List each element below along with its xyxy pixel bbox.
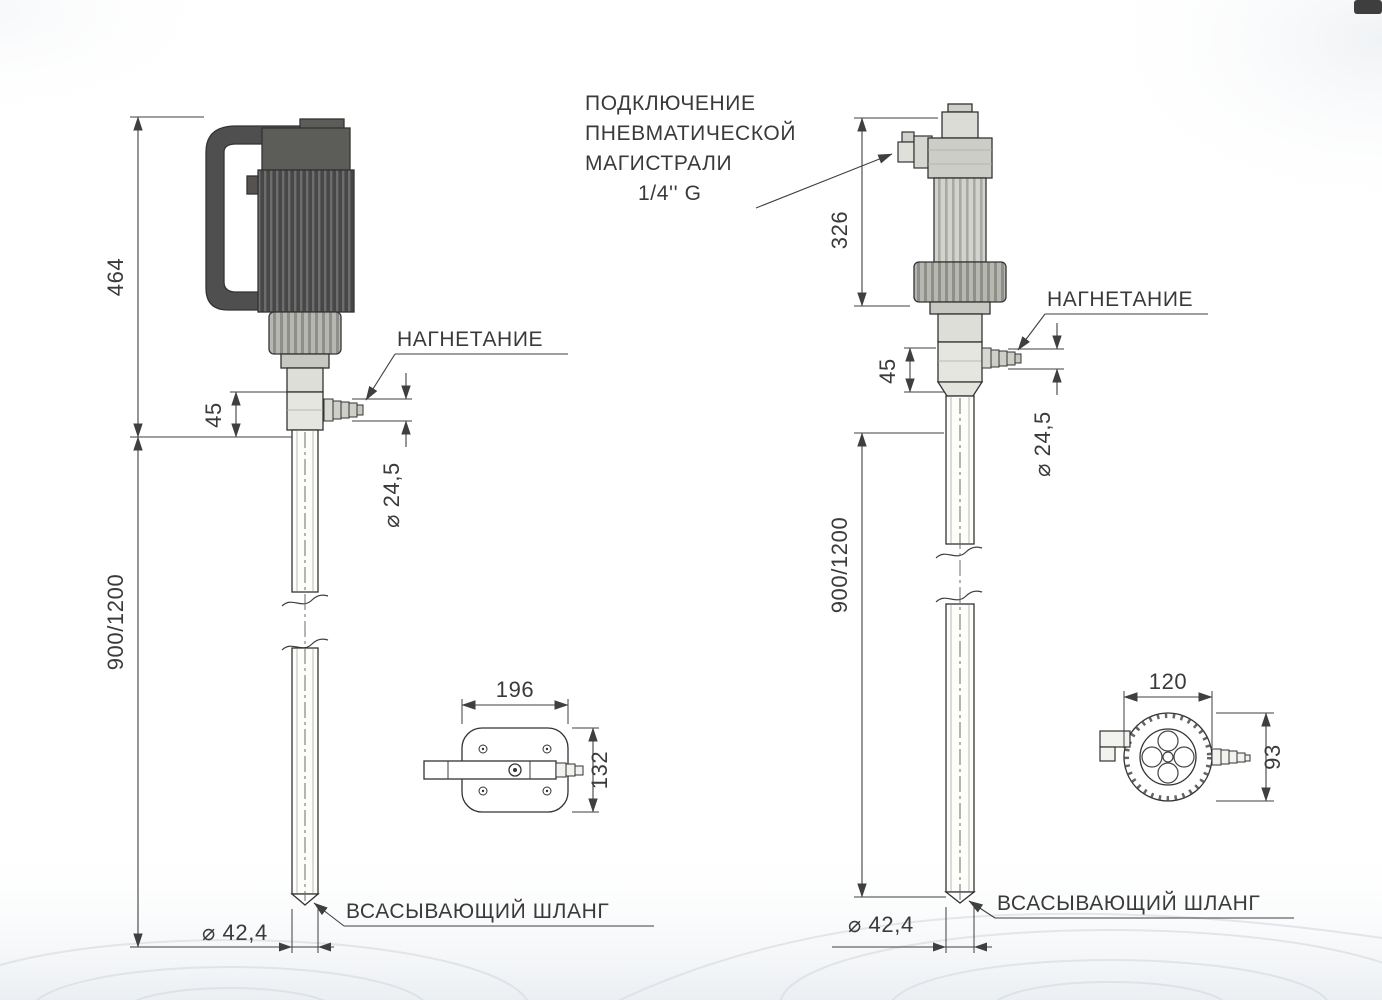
right-top-knurl <box>1124 713 1212 801</box>
right-pump-air-motor-body <box>933 177 987 263</box>
dim-900-1200-right: 900/1200 <box>827 432 946 898</box>
left-pump-motor-top <box>261 127 351 171</box>
dim-132-value: 132 <box>587 751 612 790</box>
break-line-lower <box>281 638 329 651</box>
dim-tube-dia-left: ⌀ 42,4 <box>202 909 331 953</box>
label-air-connection: ПОДКЛЮЧЕНИЕ ПНЕВМАТИЧЕСКОЙ МАГИСТРАЛИ 1/… <box>585 92 893 209</box>
left-top-handle-bar <box>423 760 557 780</box>
dim-464-value: 464 <box>103 258 128 297</box>
air-connection-line3: МАГИСТРАЛИ <box>585 152 732 175</box>
left-pump-drawing <box>205 118 364 906</box>
dim-93-value: 93 <box>1260 744 1285 770</box>
right-top-rotor-lobes <box>1141 730 1195 784</box>
dim-outlet-dia-left: ⌀ 24,5 <box>352 373 412 528</box>
dim-132: 132 <box>572 727 612 813</box>
dim-45-left-value: 45 <box>201 402 226 428</box>
left-pump-outlet-block <box>286 391 324 431</box>
right-pump-collar <box>913 261 1007 303</box>
dim-900-1200-left-value: 900/1200 <box>103 574 128 671</box>
label-discharge-left: НАГНЕТАНИЕ <box>365 328 568 401</box>
dim-900-1200-right-value: 900/1200 <box>827 517 852 614</box>
left-pump-hose-barb <box>323 398 364 422</box>
right-pump-dimensions: ПОДКЛЮЧЕНИЕ ПНЕВМАТИЧЕСКОЙ МАГИСТРАЛИ 1/… <box>585 92 1294 953</box>
right-pump-top-view: 120 93 <box>1099 669 1285 802</box>
label-suction-left-text: ВСАСЫВАЮЩИЙ ШЛАНГ <box>346 899 609 923</box>
break-line-upper-right <box>935 546 983 559</box>
left-pump-dimensions: 464 45 900/1200 ⌀ 24,5 НАГНЕТАНИЕ ⌀ 42,4 <box>103 116 654 953</box>
dim-120: 120 <box>1123 669 1213 748</box>
right-top-outlet-stub <box>1211 748 1251 766</box>
left-pump-motor-tab <box>246 175 259 195</box>
dim-196: 196 <box>461 677 569 724</box>
dim-326: 326 <box>827 117 938 307</box>
dim-900-1200-left: 900/1200 <box>103 436 334 948</box>
break-line-lower-right <box>935 590 983 603</box>
dim-464: 464 <box>103 116 292 438</box>
left-top-outlet-stub <box>555 762 584 778</box>
right-pump-taper <box>936 381 984 397</box>
right-pump-drawing <box>897 103 1022 904</box>
right-pump-outlet-block <box>937 341 983 383</box>
corner-mark <box>1354 0 1382 14</box>
label-suction-right: ВСАСЫВАЮЩИЙ ШЛАНГ <box>968 891 1294 919</box>
left-pump-collar <box>268 311 342 355</box>
dim-45-right-value: 45 <box>875 358 900 384</box>
dim-45-left: 45 <box>201 391 287 438</box>
dim-tube-dia-right: ⌀ 42,4 <box>832 907 992 953</box>
label-suction-right-text: ВСАСЫВАЮЩИЙ ШЛАНГ <box>997 891 1260 915</box>
label-discharge-right-text: НАГНЕТАНИЕ <box>1047 288 1193 311</box>
right-pump-top-knob <box>947 103 973 113</box>
dim-outlet-dia-left-value: ⌀ 24,5 <box>379 462 404 528</box>
dim-tube-dia-right-value: ⌀ 42,4 <box>848 912 914 937</box>
left-pump-motor-fins <box>257 169 355 313</box>
break-line-upper <box>281 594 329 607</box>
right-pump-neck <box>937 313 983 343</box>
dim-outlet-dia-right: ⌀ 24,5 <box>1008 323 1064 477</box>
right-pump-top-cap <box>941 111 979 139</box>
air-connection-line4: 1/4'' G <box>638 182 702 205</box>
dim-326-value: 326 <box>827 211 852 250</box>
label-discharge-right: НАГНЕТАНИЕ <box>1017 288 1208 351</box>
ripple-curves <box>0 912 1382 1000</box>
dim-196-value: 196 <box>496 677 535 702</box>
air-connection-line1: ПОДКЛЮЧЕНИЕ <box>585 92 756 115</box>
right-pump-valve-block <box>927 137 993 179</box>
right-pump-hose-barb <box>981 347 1022 369</box>
right-pump-subcollar <box>929 301 991 315</box>
dim-120-value: 120 <box>1149 669 1188 694</box>
left-pump-subcollar <box>280 353 330 369</box>
label-discharge-left-text: НАГНЕТАНИЕ <box>397 328 543 351</box>
dim-tube-dia-left-value: ⌀ 42,4 <box>202 920 268 945</box>
left-pump-tube-upper <box>291 429 319 593</box>
air-connection-line2: ПНЕВМАТИЧЕСКОЙ <box>585 121 796 145</box>
right-top-handle-tab <box>1099 730 1131 762</box>
dim-outlet-dia-right-value: ⌀ 24,5 <box>1030 411 1055 477</box>
left-pump-neck <box>286 367 324 393</box>
dim-45-right: 45 <box>875 347 944 393</box>
label-suction-left: ВСАСЫВАЮЩИЙ ШЛАНГ <box>313 899 654 927</box>
left-pump-top-view: 196 132 <box>423 677 612 813</box>
right-pump-air-fitting <box>897 131 933 169</box>
dim-93: 93 <box>1216 712 1285 802</box>
right-top-inner-ring <box>1139 728 1197 786</box>
